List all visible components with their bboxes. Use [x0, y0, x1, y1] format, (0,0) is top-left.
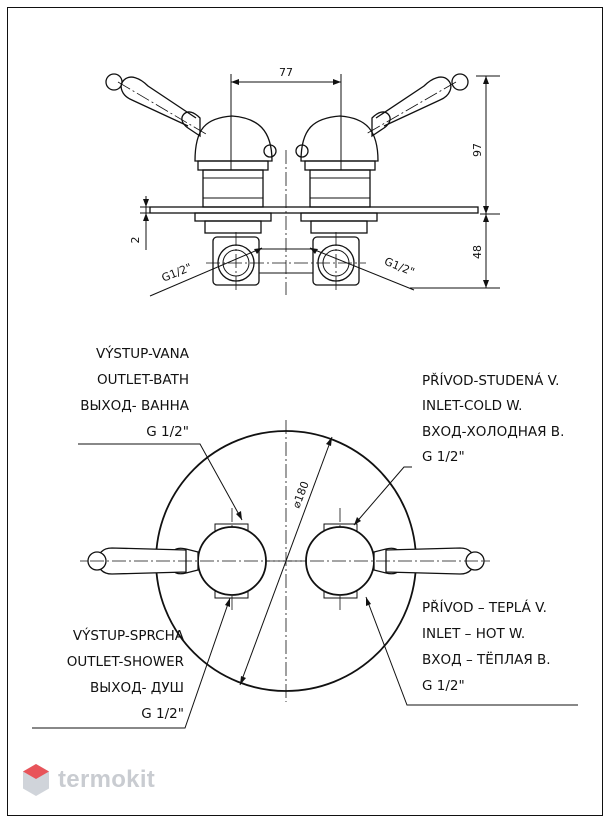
label-inlet-cold: PŘÍVOD-STUDENÁ V. INLET-COLD W. ВХОД-ХОЛ… [422, 372, 564, 465]
svg-text:G 1/2": G 1/2" [422, 449, 465, 465]
svg-text:G 1/2": G 1/2" [141, 706, 184, 722]
termokit-logo: termokit [22, 762, 155, 798]
dim-height-bottom: 48 [471, 245, 484, 259]
dim-plate: 2 [129, 237, 142, 244]
label-outlet-shower: VÝSTUP-SPRCHA OUTLET-SHOWER ВЫХОД- ДУШ G… [67, 627, 185, 722]
diameter-label: ⌀180 [290, 480, 312, 510]
thread-left: G1/2" [160, 261, 194, 285]
label-inlet-hot: PŘÍVOD – TEPLÁ V. INLET – HOT W. ВХОД – … [422, 599, 551, 694]
svg-text:INLET-COLD W.: INLET-COLD W. [422, 398, 522, 414]
thread-right: G1/2" [382, 255, 416, 279]
label-outlet-bath: VÝSTUP-VANA OUTLET-BATH ВЫХОД- ВАННА G 1… [80, 345, 190, 440]
svg-text:PŘÍVOD – TEPLÁ V.: PŘÍVOD – TEPLÁ V. [422, 599, 547, 616]
svg-text:VÝSTUP-VANA: VÝSTUP-VANA [96, 345, 190, 362]
svg-text:PŘÍVOD-STUDENÁ V.: PŘÍVOD-STUDENÁ V. [422, 372, 559, 389]
svg-text:G 1/2": G 1/2" [146, 424, 189, 440]
drawing-frame [7, 7, 603, 816]
dim-height-top: 97 [471, 143, 484, 157]
svg-text:ВХОД-ХОЛОДНАЯ В.: ВХОД-ХОЛОДНАЯ В. [422, 424, 564, 440]
hexagon-logo-icon [23, 764, 49, 796]
svg-text:VÝSTUP-SPRCHA: VÝSTUP-SPRCHA [73, 627, 185, 644]
svg-text:ВЫХОД- ДУШ: ВЫХОД- ДУШ [90, 680, 184, 696]
logo-text: termokit [58, 766, 156, 793]
svg-text:ВХОД – ТЁПЛАЯ В.: ВХОД – ТЁПЛАЯ В. [422, 650, 551, 668]
dim-spacing: 77 [279, 66, 293, 79]
svg-text:OUTLET-SHOWER: OUTLET-SHOWER [67, 654, 184, 670]
svg-text:G 1/2": G 1/2" [422, 678, 465, 694]
top-view: 77 97 48 2 [105, 66, 500, 297]
svg-text:OUTLET-BATH: OUTLET-BATH [97, 372, 189, 388]
svg-text:ВЫХОД- ВАННА: ВЫХОД- ВАННА [80, 398, 190, 414]
svg-text:INLET – HOT W.: INLET – HOT W. [422, 626, 525, 642]
